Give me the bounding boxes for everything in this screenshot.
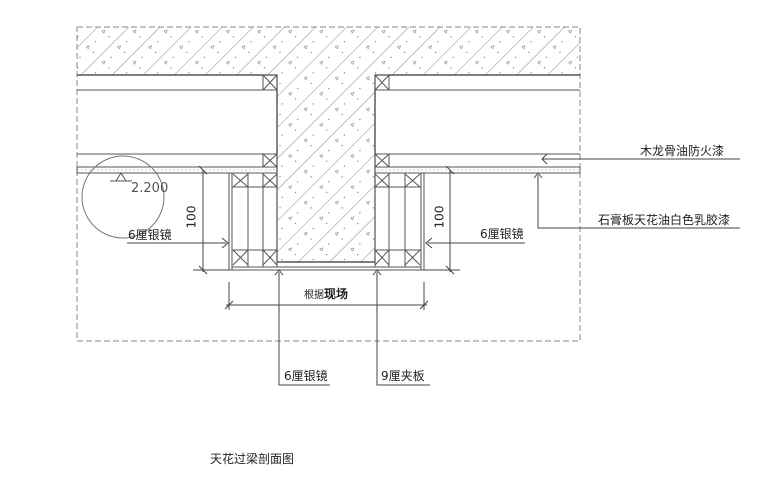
label-plywood: 9厘夹板	[381, 369, 425, 383]
dim-width-main: 现场	[324, 287, 349, 301]
dimension-lines	[193, 165, 460, 310]
leader-lines	[127, 153, 740, 386]
elevation-callout	[81, 155, 165, 239]
ceiling-keel	[77, 74, 580, 168]
label-mirror-left: 6厘银镜	[128, 228, 172, 242]
gypsum-board-left	[76, 166, 278, 174]
label-mirror-bottom: 6厘银镜	[284, 369, 328, 383]
gypsum-board-right	[374, 166, 581, 174]
elevation-value: 2.200	[131, 181, 169, 196]
dim-height-left: 100	[184, 205, 199, 229]
label-mirror-right: 6厘银镜	[480, 227, 524, 241]
dim-height-right: 100	[432, 205, 447, 229]
drawing-border	[76, 26, 581, 342]
dim-width: 根据现场	[304, 285, 348, 302]
beam-cladding	[228, 172, 425, 271]
concrete-beam	[77, 27, 580, 262]
label-wood-keel: 木龙骨油防火漆	[640, 144, 725, 158]
dim-width-prefix: 根据	[304, 290, 324, 301]
label-gypsum: 石膏板天花油白色乳胶漆	[598, 213, 731, 227]
drawing-title: 天花过梁剖面图	[210, 452, 295, 466]
